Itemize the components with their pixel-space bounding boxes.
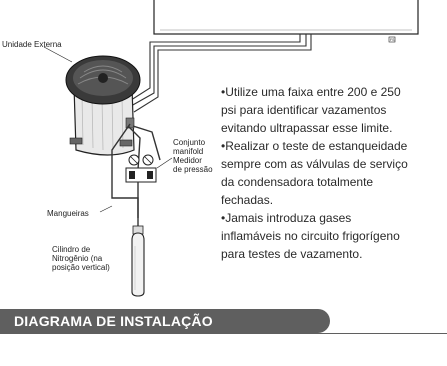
manifold-label-line: Conjunto: [173, 138, 206, 147]
cylinder-label-line: posição vertical): [52, 263, 110, 272]
note-line: psi para identificar vazamentos: [221, 103, 387, 117]
outdoor-unit: [65, 55, 141, 156]
note-line: •Realizar o teste de estanqueidade: [221, 139, 408, 153]
indoor-unit: FS: [153, 0, 419, 43]
manifold-label-line: manifold: [173, 147, 204, 156]
section-header: DIAGRAMA DE INSTALAÇÃO: [0, 309, 330, 333]
indoor-unit-tag: [388, 36, 396, 43]
note-line: •Jamais introduza gases: [221, 211, 352, 225]
cylinder-label-line: Cilindro de: [52, 245, 91, 254]
cylinder-label: Cilindro de Nitrogênio (na posição verti…: [52, 245, 110, 272]
outdoor-unit-label: Unidade Externa: [2, 40, 62, 49]
note-line: evitando ultrapassar esse limite.: [221, 121, 393, 135]
service-valve-icon: [125, 117, 135, 129]
note-line: da condensadora totalmente: [221, 175, 374, 189]
note-line: sempre com as válvulas de serviço: [221, 157, 408, 171]
manifold-label: Conjunto manifold Medidor de pressão: [173, 138, 213, 174]
section-divider: [0, 333, 447, 334]
note-line: para testes de vazamento.: [221, 247, 363, 261]
refrigerant-pipes: [127, 34, 312, 113]
installation-diagram: FS: [43, 0, 419, 297]
note-line: fechadas.: [221, 193, 274, 207]
indoor-tag-text: FS: [390, 38, 395, 42]
hoses-label: Mangueiras: [47, 209, 89, 218]
installation-notes: •Utilize uma faixa entre 200 e 250 psi p…: [221, 83, 447, 263]
nitrogen-cylinder-icon: [131, 225, 145, 297]
manifold-label-line: de pressão: [173, 165, 213, 174]
cylinder-label-line: Nitrogênio (na: [52, 254, 103, 263]
note-line: •Utilize uma faixa entre 200 e 250: [221, 85, 401, 99]
manifold-gauge-icon: [125, 154, 157, 183]
section-title: DIAGRAMA DE INSTALAÇÃO: [14, 313, 213, 329]
manifold-label-line: Medidor: [173, 156, 202, 165]
note-line: inflamáveis no circuito frigorígeno: [221, 229, 400, 243]
